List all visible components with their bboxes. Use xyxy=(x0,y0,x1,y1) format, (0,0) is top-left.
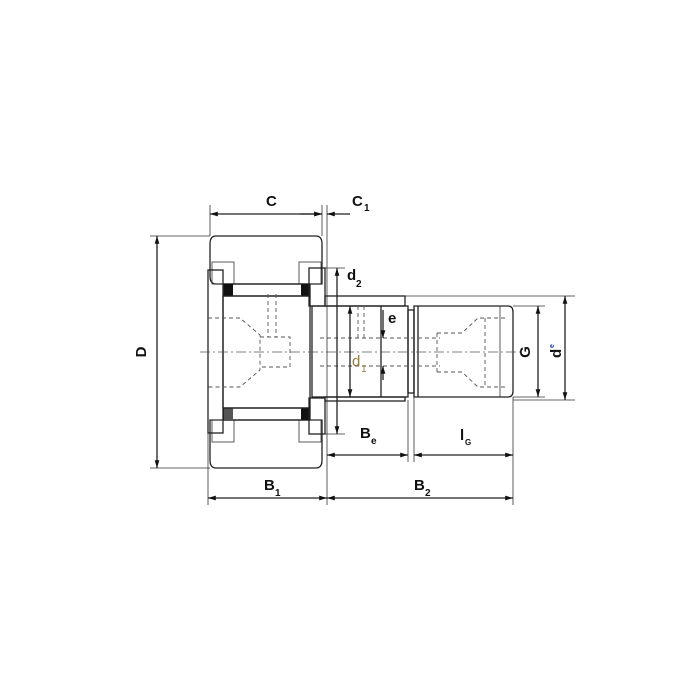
svg-text:B: B xyxy=(264,477,275,494)
svg-text:2: 2 xyxy=(425,488,431,499)
svg-text:d: d xyxy=(347,267,356,284)
label-Be: B e xyxy=(360,425,377,447)
dimension-lines xyxy=(154,211,568,501)
label-G: G xyxy=(517,346,534,358)
svg-text:C: C xyxy=(352,193,363,210)
label-D: D xyxy=(133,346,150,357)
label-C1: C 1 xyxy=(352,193,370,214)
svg-text:1: 1 xyxy=(364,203,370,214)
svg-text:G: G xyxy=(465,438,471,447)
label-d1: d 1 xyxy=(352,353,367,375)
svg-text:B: B xyxy=(360,425,371,442)
threaded-end xyxy=(413,305,514,398)
svg-text:d: d xyxy=(352,353,360,370)
extension-lines xyxy=(150,205,575,505)
svg-text:1: 1 xyxy=(361,364,367,375)
label-C: C xyxy=(266,193,277,210)
svg-text:e: e xyxy=(371,436,377,447)
svg-text:d: d xyxy=(548,349,565,358)
label-de: d e xyxy=(548,344,565,358)
label-lG: l G xyxy=(460,427,471,447)
svg-text:l: l xyxy=(460,427,464,444)
svg-text:2: 2 xyxy=(356,279,362,290)
svg-text:B: B xyxy=(414,477,425,494)
label-e: e xyxy=(388,310,396,327)
svg-text:e: e xyxy=(549,344,556,348)
label-B2: B 2 xyxy=(414,477,431,499)
label-d2: d 2 xyxy=(347,267,362,290)
svg-text:1: 1 xyxy=(275,488,281,499)
stud-flange xyxy=(207,269,224,434)
label-B1: B 1 xyxy=(264,477,281,499)
